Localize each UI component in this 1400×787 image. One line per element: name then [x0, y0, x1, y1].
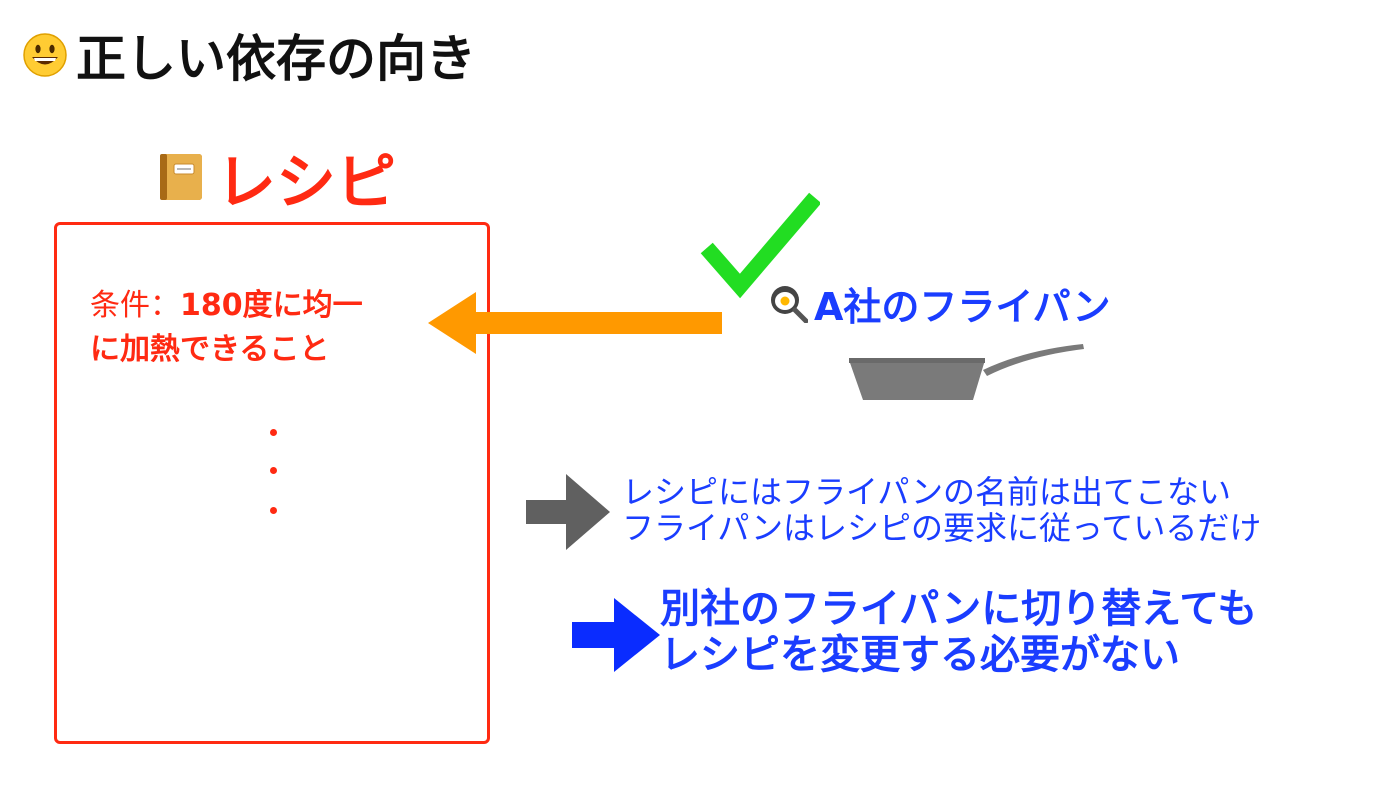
- blue-arrow-icon: [572, 598, 660, 672]
- recipe-heading: レシピ: [156, 142, 396, 218]
- ellipsis-dot-2: [270, 467, 277, 474]
- page-title: 正しい依存の向き: [22, 20, 476, 90]
- smiley-face-icon: [23, 33, 67, 77]
- frying-pan-icon: [849, 344, 1084, 400]
- conclusion: 別社のフライパンに切り替えても レシピを変更する必要がない: [660, 586, 1257, 678]
- dependency-arrow-icon: [428, 292, 722, 354]
- conclusion-line-1: 別社のフライパンに切り替えても: [660, 586, 1258, 632]
- condition-prefix: 条件：: [90, 288, 180, 323]
- statement-line-2: フライパンはレシピの要求に従っているだけ: [622, 509, 1262, 547]
- recipe-title: レシピ: [216, 147, 396, 218]
- notebook-icon: [160, 154, 202, 200]
- condition-line-1-bold: 180度に均一: [180, 288, 363, 323]
- pan-label: A社のフライパン: [768, 278, 1111, 329]
- statement-line-1: レシピにはフライパンの名前は出てこない: [622, 473, 1231, 511]
- frying-pan-egg-icon: [771, 286, 808, 323]
- statement: レシピにはフライパンの名前は出てこない フライパンはレシピの要求に従っているだけ: [622, 474, 1261, 546]
- page-title-text: 正しい依存の向き: [76, 30, 476, 88]
- condition-line-1: 条件：180度に均一: [90, 284, 430, 328]
- gray-arrow-icon: [526, 474, 610, 550]
- ellipsis-dot-3: [270, 507, 277, 514]
- pan-label-text: A社のフライパン: [814, 284, 1111, 329]
- recipe-condition: 条件：180度に均一 に加熱できること: [90, 284, 430, 372]
- conclusion-line-2: レシピを変更する必要がない: [660, 632, 1180, 678]
- condition-line-2: に加熱できること: [90, 332, 330, 367]
- ellipsis-dot-1: [270, 429, 277, 436]
- recipe-box: [54, 222, 490, 744]
- check-mark-icon: [700, 192, 820, 299]
